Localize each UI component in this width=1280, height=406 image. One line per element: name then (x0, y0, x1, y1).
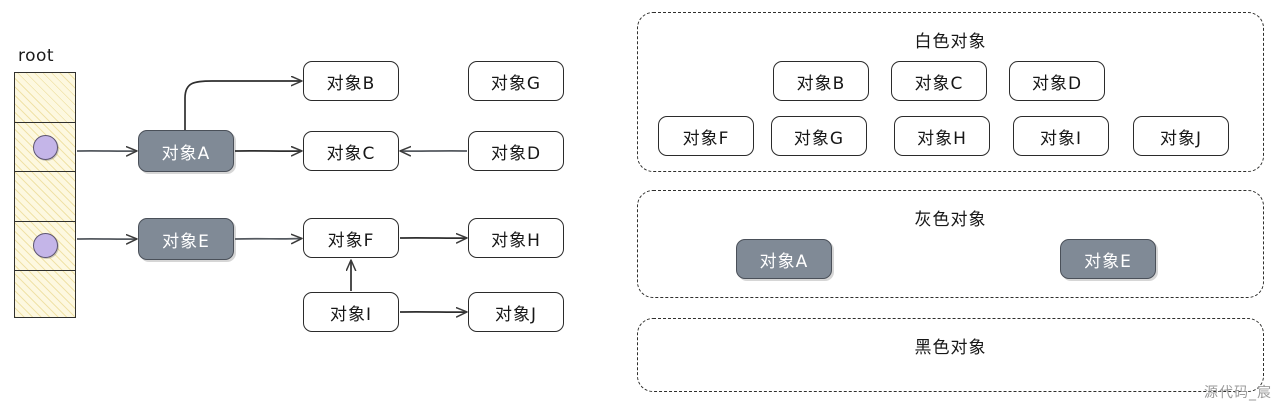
watermark: 源代码_宸 (1204, 385, 1272, 401)
root-cell-1 (15, 73, 75, 122)
bucket-black-objects: 黑色对象 (637, 318, 1264, 392)
bucket-title-black: 黑色对象 (914, 338, 987, 358)
bucket-gray-objects: 灰色对象对象A 对象E (637, 190, 1264, 298)
bucket-title-white: 白色对象 (914, 32, 987, 52)
bucket-item-对象B: 对象B (773, 61, 869, 101)
bucket-item-对象A: 对象A (736, 239, 832, 279)
root-cell-5 (15, 269, 75, 319)
graph-node-C: 对象C (303, 131, 399, 171)
object-reference-graph: root 对象A 对象B 对象C 对象D 对象E 对象F 对象G 对象H 对象I 对象J (0, 0, 615, 406)
bucket-item-对象D: 对象D (1009, 61, 1105, 101)
graph-node-D: 对象D (468, 131, 564, 171)
reference-dot-icon (32, 134, 58, 160)
bucket-item-对象F: 对象F (658, 116, 754, 156)
graph-node-H: 对象H (468, 218, 564, 258)
graph-node-G: 对象G (468, 61, 564, 101)
graph-node-J: 对象J (468, 292, 564, 332)
graph-node-F: 对象F (303, 218, 399, 258)
root-label: root (18, 46, 55, 66)
bucket-item-对象C: 对象C (891, 61, 987, 101)
root-reference-table (14, 72, 76, 318)
edge-A-to-B (184, 81, 301, 130)
bucket-title-gray: 灰色对象 (914, 210, 987, 230)
bucket-item-对象E: 对象E (1060, 239, 1156, 279)
graph-node-I: 对象I (303, 292, 399, 332)
graph-node-A: 对象A (138, 130, 234, 172)
bucket-item-对象I: 对象I (1013, 116, 1109, 156)
root-cell-3 (15, 171, 75, 220)
bucket-item-对象H: 对象H (894, 116, 990, 156)
bucket-white-objects: 白色对象对象B 对象C 对象D 对象F 对象G 对象H 对象I 对象J (637, 12, 1264, 172)
bucket-item-对象G: 对象G (771, 116, 867, 156)
root-cell-2 (15, 122, 75, 171)
graph-node-B: 对象B (303, 61, 399, 101)
reference-dot-icon (32, 233, 58, 259)
graph-node-E: 对象E (138, 218, 234, 260)
edge-E-to-F (234, 239, 301, 240)
root-cell-4 (15, 220, 75, 270)
bucket-item-对象J: 对象J (1133, 116, 1229, 156)
